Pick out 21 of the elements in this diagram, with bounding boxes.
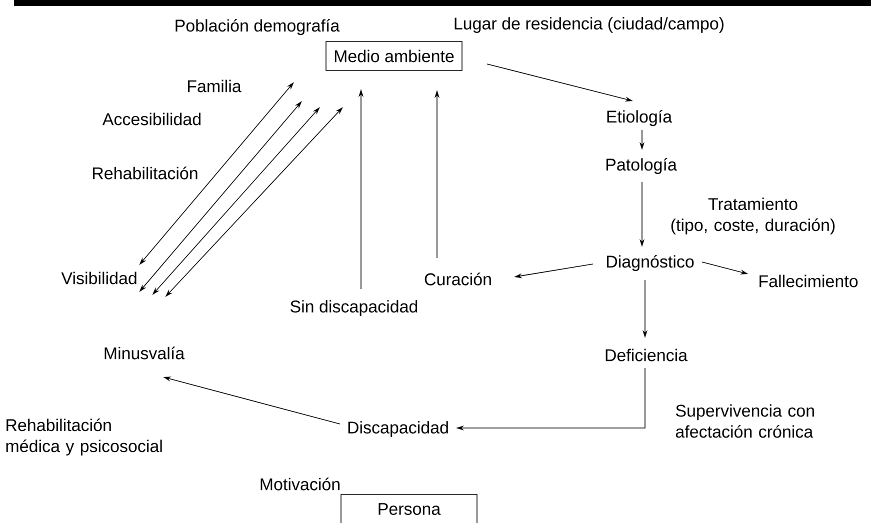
node-label: Discapacidad — [348, 421, 448, 437]
text-label: Lugar de residencia (ciudad/campo) — [454, 17, 724, 33]
text-label: Supervivencia con afectación crónica — [676, 404, 814, 438]
text-label: Familia — [188, 80, 242, 92]
text-label: Población demografía — [176, 18, 340, 36]
text-label: Tratamiento (tipo, coste, duración) — [671, 198, 835, 234]
node-label: Diagnóstico — [606, 254, 694, 272]
text-box: Medio ambiente — [326, 41, 462, 71]
node-label: Sin discapacidad — [290, 300, 418, 316]
node-label: Deficiencia — [606, 348, 688, 362]
text-box: Persona — [340, 494, 478, 523]
node-label: Minusvalía — [104, 346, 185, 360]
text-label: Rehabilitación — [93, 166, 198, 180]
node-label: Curación — [424, 272, 491, 286]
node-label: Fallecimiento — [760, 274, 858, 288]
node-label: Visibilidad — [61, 272, 136, 284]
node-label: Patología — [606, 158, 677, 174]
text-label: Accesibilidad — [102, 112, 200, 126]
text-label: Rehabilitación médica y psicosocial — [6, 418, 162, 456]
text-label: Motivación — [260, 478, 340, 490]
node-label: Etiología — [607, 110, 672, 126]
